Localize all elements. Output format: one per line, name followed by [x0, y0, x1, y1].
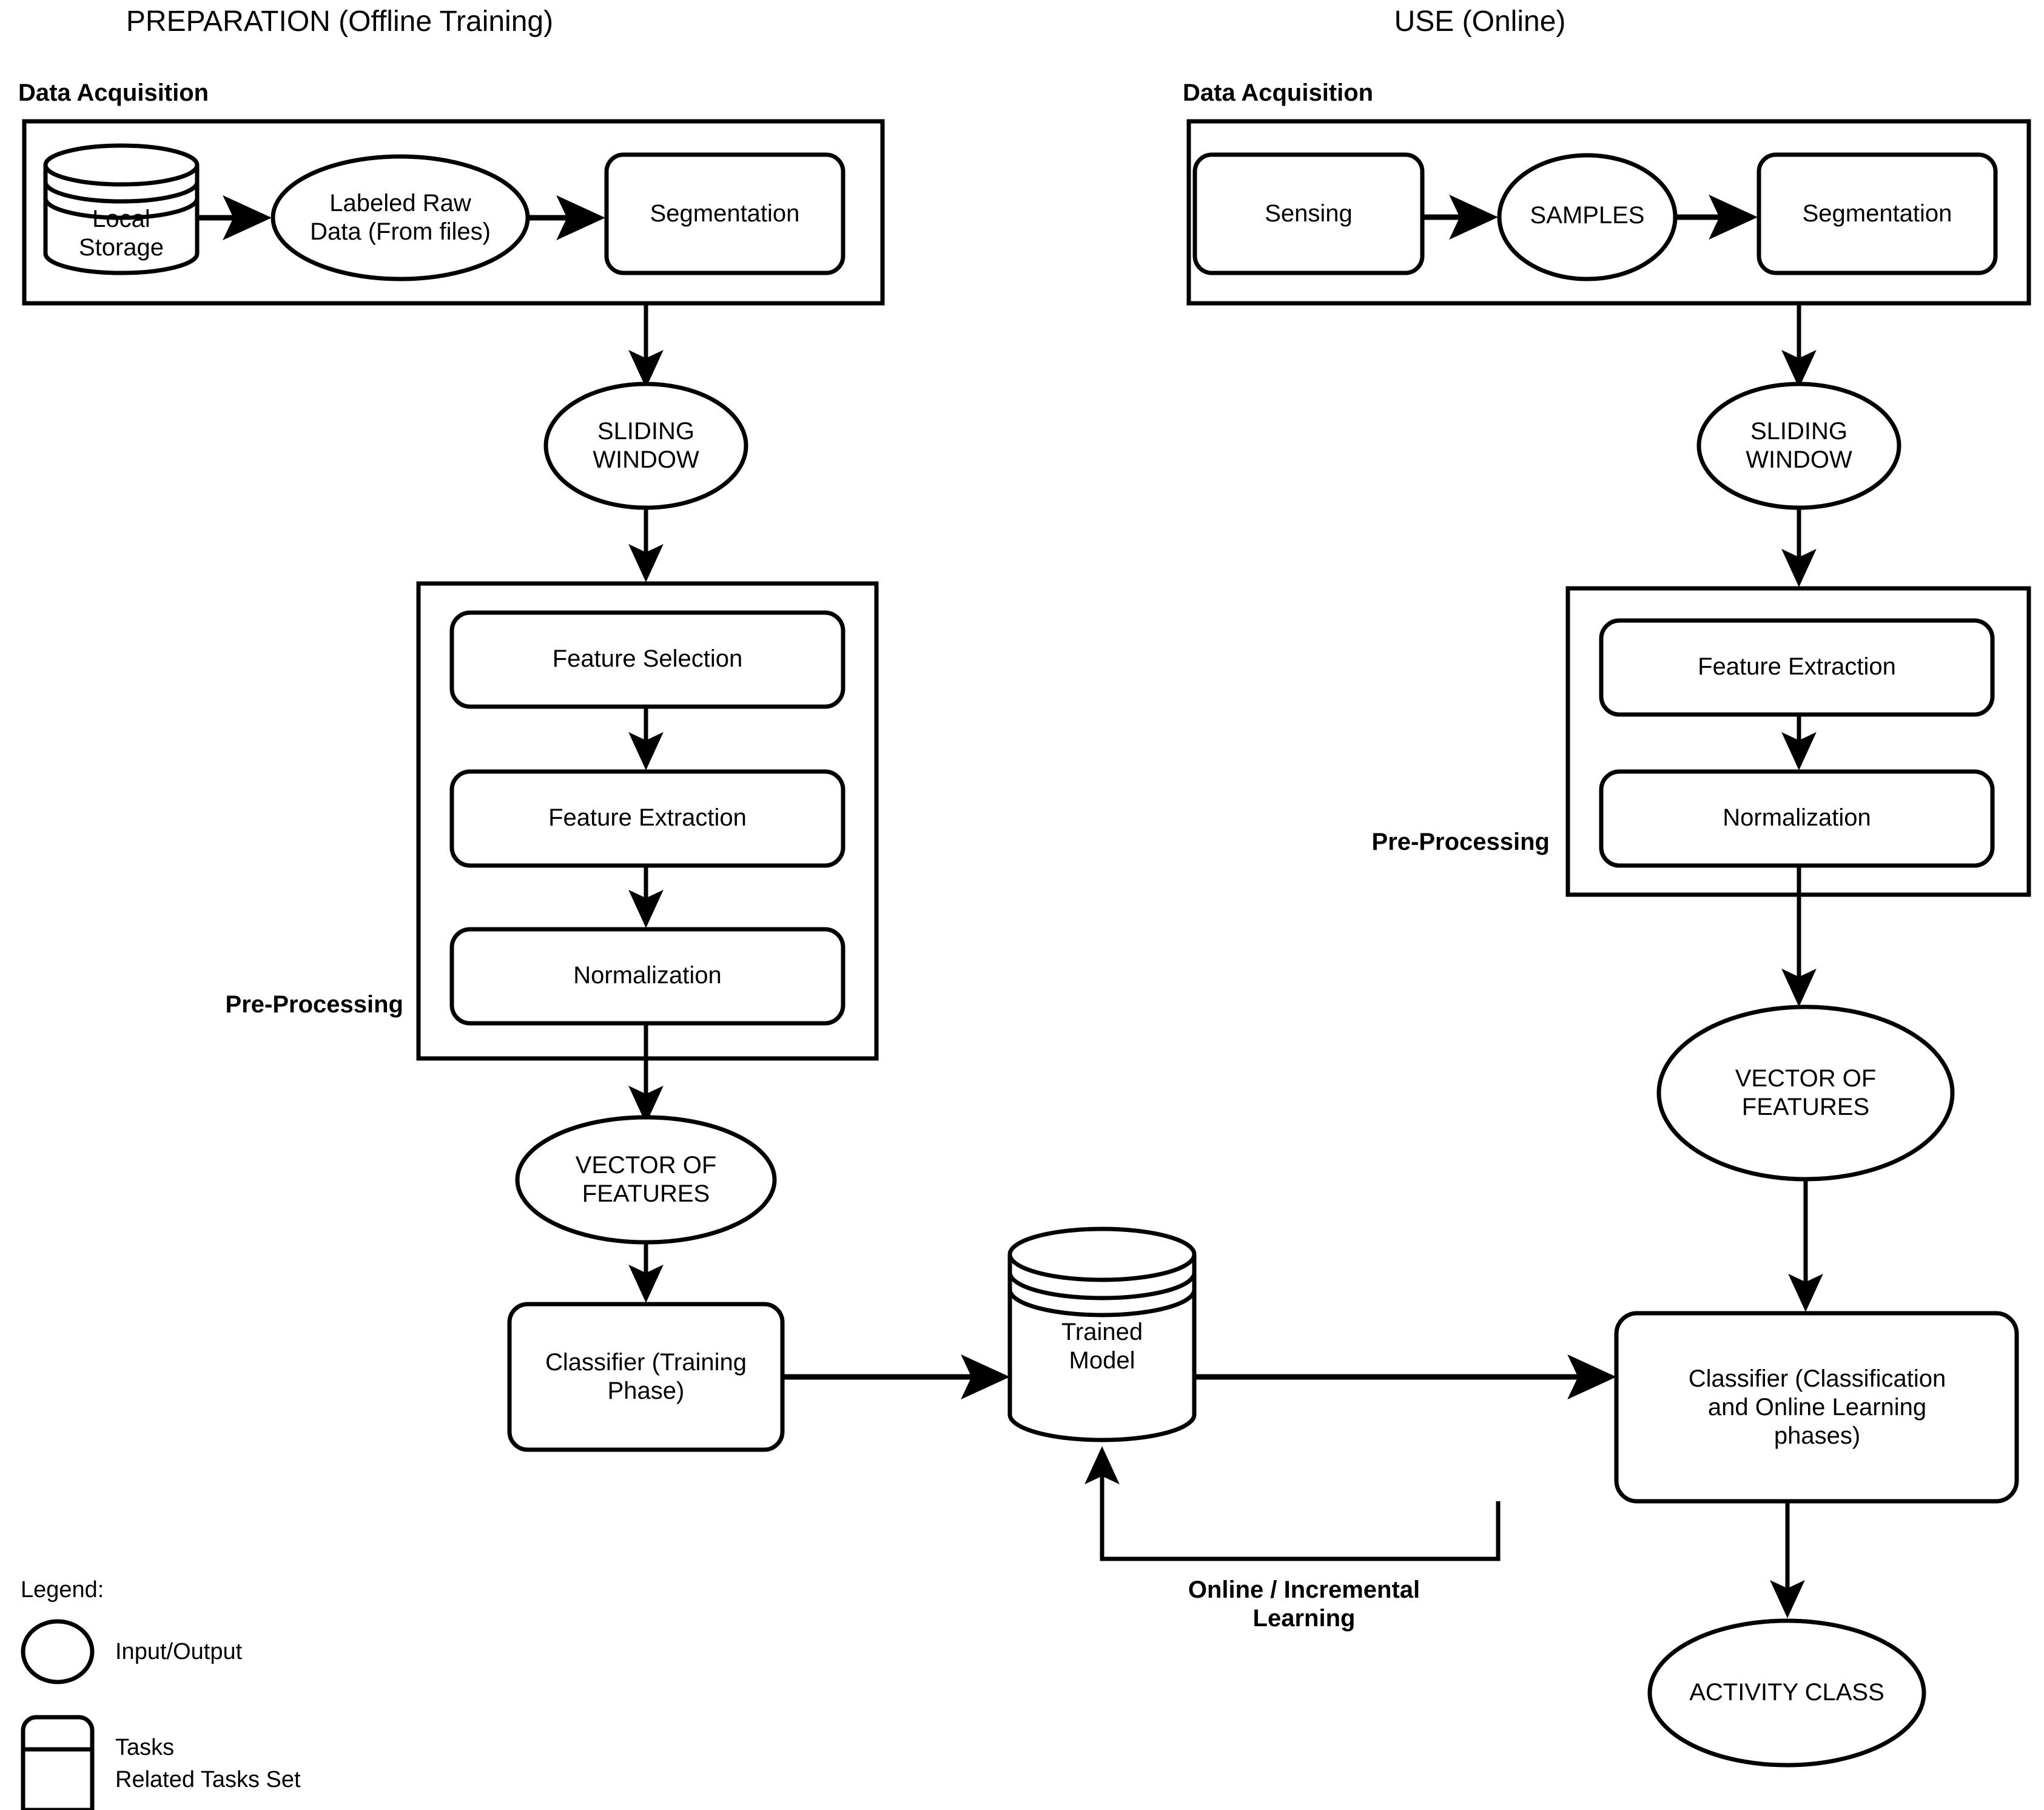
segmentation-left-box — [604, 152, 846, 275]
segmentation-right-box — [1757, 152, 1998, 275]
classifier-online-box — [1614, 1311, 2019, 1504]
sliding-window-right-ellipse — [1696, 382, 1901, 510]
labeled-raw-data-ellipse — [271, 154, 530, 281]
legend-rect-shape — [21, 1747, 95, 1810]
normalization-left-box — [449, 927, 846, 1026]
normalization-right-box — [1599, 769, 1995, 868]
samples-ellipse — [1497, 153, 1678, 281]
trained-model-cylinder — [1007, 1226, 1197, 1442]
edge-online-incremental-feedback — [1084, 1446, 1501, 1561]
legend-ellipse-shape — [21, 1619, 95, 1684]
sensing-box — [1192, 152, 1425, 275]
sliding-window-left-ellipse — [543, 382, 748, 510]
feature-selection-box — [449, 610, 846, 709]
feature-extraction-right-box — [1599, 618, 1995, 717]
vector-of-features-left-ellipse — [515, 1115, 777, 1245]
feature-extraction-left-box — [449, 769, 846, 868]
classifier-training-box — [507, 1302, 785, 1452]
group-box-right-data-acquisition — [1186, 119, 2031, 306]
vector-of-features-right-ellipse — [1656, 1004, 1955, 1182]
group-box-left-data-acquisition — [22, 119, 885, 306]
activity-class-ellipse — [1647, 1618, 1926, 1768]
local-storage-cylinder — [43, 143, 200, 275]
